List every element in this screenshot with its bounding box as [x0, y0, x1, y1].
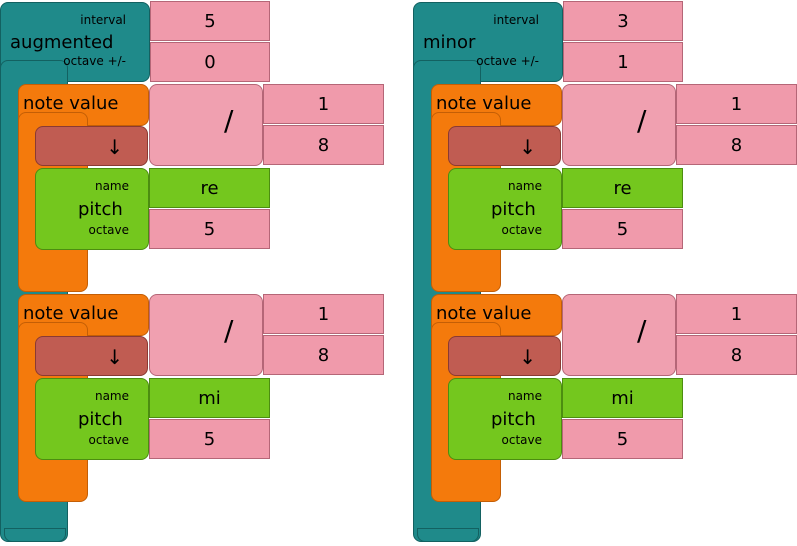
pitch-title: pitch — [78, 199, 123, 220]
pitch-octave-value[interactable]: 5 — [149, 209, 270, 249]
octave-shift-value[interactable]: 1 — [563, 42, 683, 82]
note-value-title: note value — [436, 93, 532, 114]
pitch-name-label: name — [507, 389, 542, 403]
interval-title: minor — [423, 32, 476, 53]
octave-shift-label: octave +/- — [63, 54, 126, 68]
divide-symbol: / — [224, 104, 234, 137]
pitch-name-label: name — [94, 179, 129, 193]
pitch-name-value[interactable]: mi — [562, 378, 683, 418]
denominator-value[interactable]: 8 — [676, 335, 797, 375]
interval-block-foot — [4, 528, 66, 542]
pitch-block[interactable] — [35, 168, 149, 250]
octave-shift-label: octave +/- — [476, 54, 539, 68]
divide-block[interactable] — [562, 294, 676, 376]
pitch-block[interactable] — [35, 378, 149, 460]
divide-symbol: / — [637, 104, 647, 137]
numerator-value[interactable]: 1 — [676, 84, 797, 124]
interval-label: interval — [80, 13, 126, 27]
denominator-value[interactable]: 8 — [263, 125, 384, 165]
down-arrow-block[interactable]: ↓ — [35, 126, 148, 166]
numerator-value[interactable]: 1 — [263, 294, 384, 334]
denominator-value[interactable]: 8 — [676, 125, 797, 165]
interval-block-foot — [417, 528, 479, 542]
note-value-title: note value — [436, 303, 532, 324]
pitch-octave-label: octave — [501, 223, 542, 237]
numerator-value[interactable]: 1 — [676, 294, 797, 334]
octave-shift-value[interactable]: 0 — [150, 42, 270, 82]
pitch-octave-label: octave — [88, 433, 129, 447]
pitch-name-label: name — [507, 179, 542, 193]
note-value-title: note value — [23, 93, 119, 114]
pitch-title: pitch — [491, 199, 536, 220]
interval-title: augmented — [10, 32, 114, 53]
note-value-title: note value — [23, 303, 119, 324]
numerator-value[interactable]: 1 — [263, 84, 384, 124]
down-arrow-block[interactable]: ↓ — [448, 126, 561, 166]
denominator-value[interactable]: 8 — [263, 335, 384, 375]
pitch-title: pitch — [78, 409, 123, 430]
pitch-octave-label: octave — [501, 433, 542, 447]
divide-symbol: / — [637, 314, 647, 347]
pitch-name-value[interactable]: mi — [149, 378, 270, 418]
divide-block[interactable] — [562, 84, 676, 166]
pitch-block[interactable] — [448, 378, 562, 460]
pitch-name-label: name — [94, 389, 129, 403]
pitch-octave-value[interactable]: 5 — [562, 419, 683, 459]
pitch-octave-label: octave — [88, 223, 129, 237]
divide-block[interactable] — [149, 294, 263, 376]
interval-value[interactable]: 5 — [150, 1, 270, 41]
interval-value[interactable]: 3 — [563, 1, 683, 41]
interval-label: interval — [493, 13, 539, 27]
down-arrow-block[interactable]: ↓ — [448, 336, 561, 376]
divide-block[interactable] — [149, 84, 263, 166]
divide-symbol: / — [224, 314, 234, 347]
pitch-block[interactable] — [448, 168, 562, 250]
down-arrow-block[interactable]: ↓ — [35, 336, 148, 376]
pitch-title: pitch — [491, 409, 536, 430]
pitch-octave-value[interactable]: 5 — [149, 419, 270, 459]
pitch-name-value[interactable]: re — [149, 168, 270, 208]
pitch-name-value[interactable]: re — [562, 168, 683, 208]
pitch-octave-value[interactable]: 5 — [562, 209, 683, 249]
